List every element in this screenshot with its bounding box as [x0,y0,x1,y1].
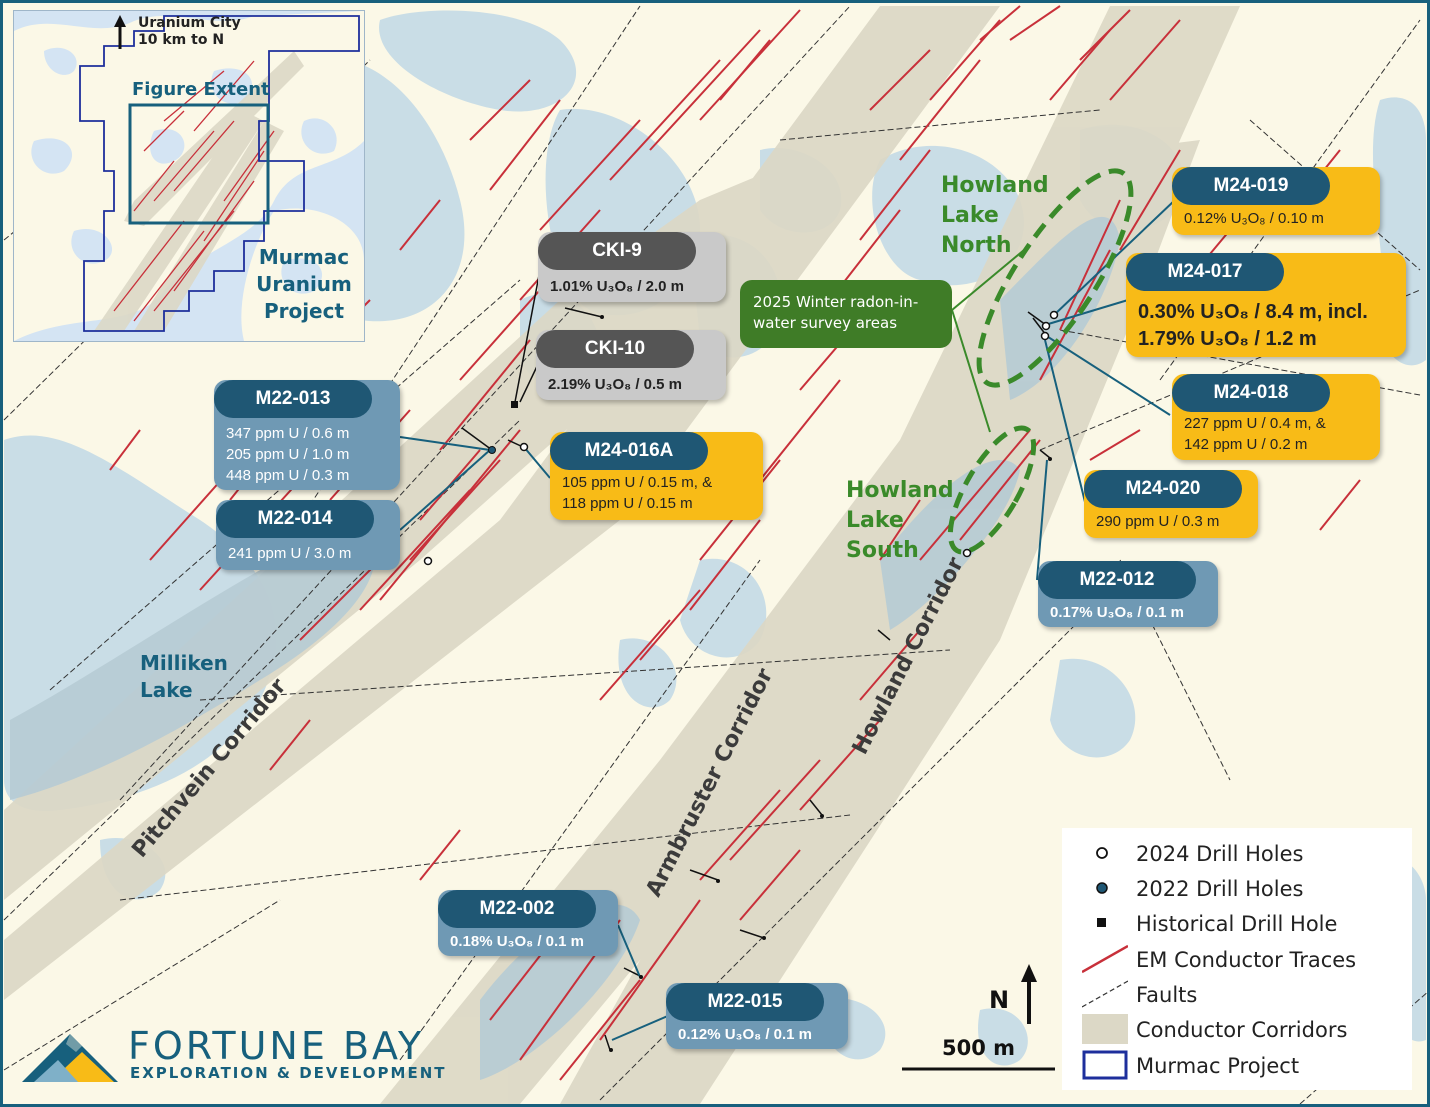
legend-item: Conductor Corridors [1062,1012,1412,1046]
milliken-lake-label: Milliken Lake [140,651,228,702]
gray-fill-icon [1082,1014,1128,1044]
legend-label: 2022 Drill Holes [1136,877,1304,901]
legend-item: Historical Drill Hole [1062,906,1412,940]
callout-value: 290 ppm U / 0.3 m [1096,513,1220,530]
legend-item: EM Conductor Traces [1062,942,1412,976]
legend-label: Faults [1136,983,1198,1007]
callout-value: 2.19% U₃O₈ / 0.5 m [548,376,683,393]
callout-value: 347 ppm U / 0.6 m [226,425,350,442]
radon-survey-text: 2025 Winter radon-in- water survey areas [753,293,919,332]
callout-value: 118 ppm U / 0.15 m [562,495,693,512]
radon-leaders [951,244,1031,433]
legend-label: Conductor Corridors [1136,1018,1348,1042]
inset-canvas [14,11,364,341]
legend-item: 2022 Drill Holes [1062,871,1412,905]
open-circle-icon [1096,847,1108,859]
project-label: Murmac Uranium Project [256,245,352,323]
callout-title: M22-014 [216,500,374,538]
callout-m22-013: M22-013 347 ppm U / 0.6 m 205 ppm U / 1.… [214,380,400,490]
callout-title: M22-013 [214,380,372,418]
drill-holes [423,310,1059,1052]
company-name: FORTUNE BAY [128,1024,425,1068]
callout-value: 0.30% U₃O₈ / 8.4 m, incl. [1138,301,1368,323]
inset-map: Uranium City 10 km to N Figure Extent Mu… [13,10,365,342]
callout-cki-9: CKI-9 1.01% U₃O₈ / 2.0 m [538,232,726,302]
scale-bar-label: 500 m [942,1036,1016,1060]
callout-title: M24-016A [550,432,708,470]
callout-m24-016a: M24-016A 105 ppm U / 0.15 m, & 118 ppm U… [550,432,763,520]
legend-item: Faults [1062,977,1412,1011]
mountain-logo-icon [22,1034,118,1082]
legend-item: 2024 Drill Holes [1062,836,1412,870]
callout-value: 1.79% U₃O₈ / 1.2 m [1138,328,1317,350]
legend-label: EM Conductor Traces [1136,948,1357,972]
legend-item: Murmac Project [1062,1048,1412,1082]
howland-lake-north-label: Howland Lake North [941,173,1049,258]
callout-title: M22-002 [438,890,596,928]
callout-value: 0.17% U₃O₈ / 0.1 m [1050,604,1185,621]
callout-value: 0.12% U₃O₈ / 0.1 m [678,1026,813,1043]
company-logo: FORTUNE BAY EXPLORATION & DEVELOPMENT [20,1024,460,1086]
legend-label: Murmac Project [1136,1054,1300,1078]
callout-title: M24-019 [1172,167,1330,205]
callout-title: M24-018 [1172,374,1330,412]
callout-value: 227 ppm U / 0.4 m, & [1184,415,1326,432]
uranium-city-sub: 10 km to N [138,32,225,48]
callout-cki-10: CKI-10 2.19% U₃O₈ / 0.5 m [536,330,726,400]
callout-m24-018: M24-018 227 ppm U / 0.4 m, & 142 ppm U /… [1172,374,1380,460]
filled-circle-icon [1096,882,1108,894]
callout-value: 0.12% U₃O₈ / 0.10 m [1184,210,1324,227]
callout-value: 142 ppm U / 0.2 m [1184,436,1308,453]
callout-value: 241 ppm U / 3.0 m [228,545,352,562]
callout-value: 1.01% U₃O₈ / 2.0 m [550,278,685,295]
callout-m22-015: M22-015 0.12% U₃O₈ / 0.1 m [666,983,848,1049]
callout-title: M24-020 [1084,470,1242,508]
figure-extent-label: Figure Extent [132,79,270,100]
north-label: N [989,986,1010,1014]
callout-m24-017: M24-017 0.30% U₃O₈ / 8.4 m, incl. 1.79% … [1126,253,1406,357]
callout-title: M22-012 [1038,561,1196,599]
legend: 2024 Drill Holes 2022 Drill Holes Histor… [1062,828,1412,1090]
callout-value: 105 ppm U / 0.15 m, & [562,474,713,491]
callout-value: 448 ppm U / 0.3 m [226,467,350,484]
red-line-icon [1082,944,1128,974]
legend-label: 2024 Drill Holes [1136,842,1304,866]
callout-value: 205 ppm U / 1.0 m [226,446,350,463]
legend-label: Historical Drill Hole [1136,912,1338,936]
north-arrow-icon [1021,964,1037,1024]
callout-m22-002: M22-002 0.18% U₃O₈ / 0.1 m [438,890,618,956]
project-boundary [79,15,360,332]
dashed-line-icon [1082,980,1128,1008]
uranium-city-label: Uranium City [138,15,241,31]
company-tagline: EXPLORATION & DEVELOPMENT [130,1064,447,1082]
callout-m24-020: M24-020 290 ppm U / 0.3 m [1084,470,1258,538]
callout-value: 0.18% U₃O₈ / 0.1 m [450,933,585,950]
survey-area-ellipses [947,168,1134,555]
callout-title: CKI-9 [538,232,696,270]
callout-m22-014: M22-014 241 ppm U / 3.0 m [216,500,400,570]
callout-title: CKI-10 [536,330,694,368]
square-icon [1097,918,1106,927]
figure-extent-box [128,103,270,225]
callout-m22-012: M22-012 0.17% U₃O₈ / 0.1 m [1038,561,1218,627]
blue-outline-icon [1082,1050,1128,1080]
howland-lake-south-label: Howland Lake South [846,478,954,563]
callout-title: M24-017 [1126,253,1284,291]
callout-title: M22-015 [666,983,824,1021]
radon-survey-callout: 2025 Winter radon-in- water survey areas [740,280,952,348]
callout-m24-019: M24-019 0.12% U₃O₈ / 0.10 m [1172,167,1380,235]
